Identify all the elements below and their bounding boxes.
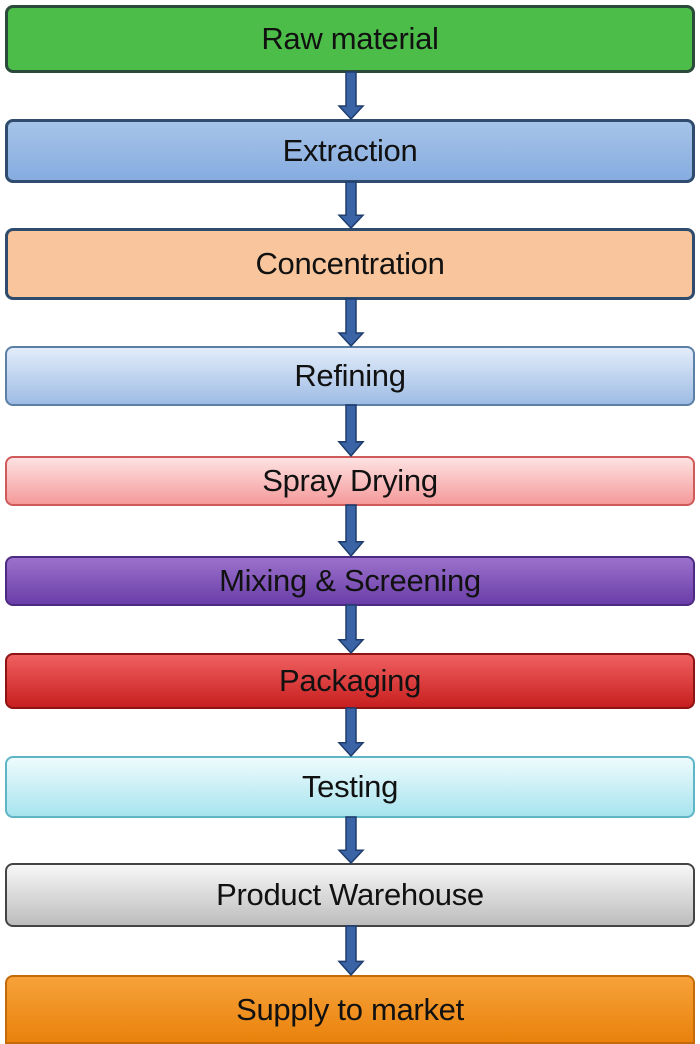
step-label: Supply to market (236, 991, 464, 1027)
step-extraction: Extraction (5, 119, 695, 183)
step-label: Refining (294, 358, 406, 393)
down-arrow-icon (337, 604, 365, 655)
step-label: Extraction (282, 133, 418, 168)
step-testing: Testing (5, 756, 695, 818)
down-arrow-icon (337, 181, 365, 230)
step-packaging: Packaging (5, 653, 695, 709)
step-label: Concentration (255, 246, 445, 281)
down-arrow-icon (337, 71, 365, 121)
step-label: Testing (301, 769, 399, 804)
step-label: Packaging (278, 663, 422, 698)
down-arrow-icon (337, 298, 365, 348)
down-arrow-icon (337, 816, 365, 865)
down-arrow-icon (337, 504, 365, 558)
down-arrow-icon (337, 707, 365, 758)
step-label: Product Warehouse (216, 877, 484, 912)
step-label: Spray Drying (262, 463, 438, 498)
down-arrow-icon (337, 404, 365, 458)
step-concentration: Concentration (5, 228, 695, 300)
step-supply-to-market: Supply to market (5, 975, 695, 1044)
step-mixing-screening: Mixing & Screening (5, 556, 695, 606)
step-raw-material: Raw material (5, 5, 695, 73)
down-arrow-icon (337, 925, 365, 977)
step-label: Mixing & Screening (219, 563, 481, 598)
step-spray-drying: Spray Drying (5, 456, 695, 506)
step-label: Raw material (261, 21, 439, 56)
step-refining: Refining (5, 346, 695, 406)
step-product-warehouse: Product Warehouse (5, 863, 695, 927)
